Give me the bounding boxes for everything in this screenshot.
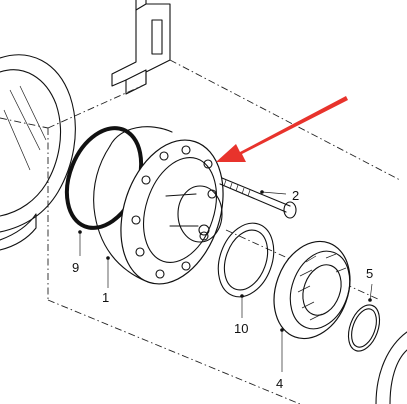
housing-casting <box>0 54 76 251</box>
callout-10: 10 <box>234 321 248 336</box>
bolt-part-2 <box>219 177 297 219</box>
bearing-part-4 <box>273 240 351 340</box>
exploded-envelope <box>0 59 401 404</box>
leader-lines <box>79 191 373 372</box>
callout-2: 2 <box>292 188 299 203</box>
callout-9: 9 <box>72 260 79 275</box>
callout-1: 1 <box>102 290 109 305</box>
callout-4: 4 <box>276 376 283 391</box>
bearing-rollers <box>297 253 347 321</box>
adjacent-housing-right <box>375 331 407 404</box>
circlip-part-5 <box>347 304 381 352</box>
mounting-bracket <box>111 0 171 95</box>
callout-5: 5 <box>366 266 373 281</box>
pointer-arrow-icon <box>216 96 348 162</box>
leader-dots <box>78 190 372 332</box>
hub-bolt-holes <box>131 145 217 279</box>
snap-ring-part-10 <box>217 222 275 298</box>
hub-part-1 <box>93 126 224 285</box>
